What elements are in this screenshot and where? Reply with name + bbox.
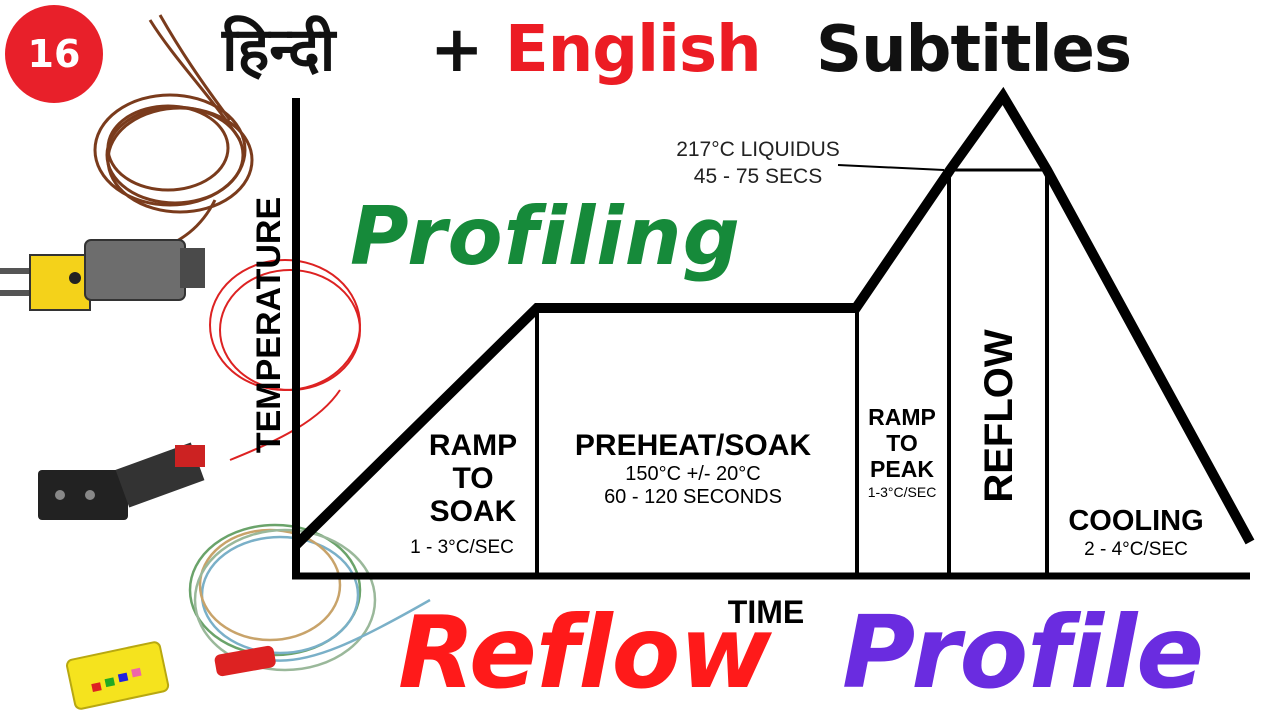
profiling-overlay-text: Profiling xyxy=(350,190,741,283)
title-subtitles: Subtitles xyxy=(816,13,1132,87)
ramp-to-soak-line3: SOAK xyxy=(430,495,517,528)
ramp-to-peak-line1: RAMP xyxy=(868,404,936,430)
ramp-to-soak-line1: RAMP xyxy=(429,429,517,462)
title-english: English xyxy=(505,13,762,87)
x-axis-label: TIME xyxy=(728,594,804,630)
episode-number-badge: 16 xyxy=(5,5,103,103)
cooling-rate: 2 - 4°C/SEC xyxy=(1084,539,1188,560)
ramp-to-peak-rate: 1-3°C/SEC xyxy=(868,484,937,500)
profile-curve xyxy=(292,86,1255,549)
title-hindi: हिन्दी xyxy=(222,15,336,85)
thermocouple-logger-icon xyxy=(66,641,276,710)
preheat-soak-title: PREHEAT/SOAK xyxy=(575,429,811,462)
preheat-soak-temp: 150°C +/- 20°C xyxy=(625,463,761,485)
profile-overlay-text: Profile xyxy=(842,594,1204,711)
ramp-to-peak-line3: PEAK xyxy=(870,456,934,482)
multicolor-wire-coil-icon xyxy=(188,523,431,672)
liquidus-label-line1: 217°C LIQUIDUS xyxy=(676,138,840,161)
black-connector-icon xyxy=(38,442,205,520)
wire-coil-icon xyxy=(93,14,254,252)
thermocouple-connector-icon xyxy=(0,239,205,311)
reflow-overlay-text: Reflow xyxy=(398,594,772,711)
title-plus: + xyxy=(430,13,484,87)
ramp-to-soak-rate: 1 - 3°C/SEC xyxy=(410,537,514,558)
liquidus-label-line2: 45 - 75 SECS xyxy=(694,165,822,188)
ramp-to-soak-line2: TO xyxy=(452,462,493,495)
reflow-zone-title: REFLOW xyxy=(977,329,1021,503)
liquidus-leader xyxy=(837,164,945,171)
y-axis-label: TEMPERATURE xyxy=(250,197,288,453)
ramp-to-peak-line2: TO xyxy=(886,430,918,456)
preheat-soak-time: 60 - 120 SECONDS xyxy=(604,486,782,508)
cooling-title: COOLING xyxy=(1068,505,1203,537)
